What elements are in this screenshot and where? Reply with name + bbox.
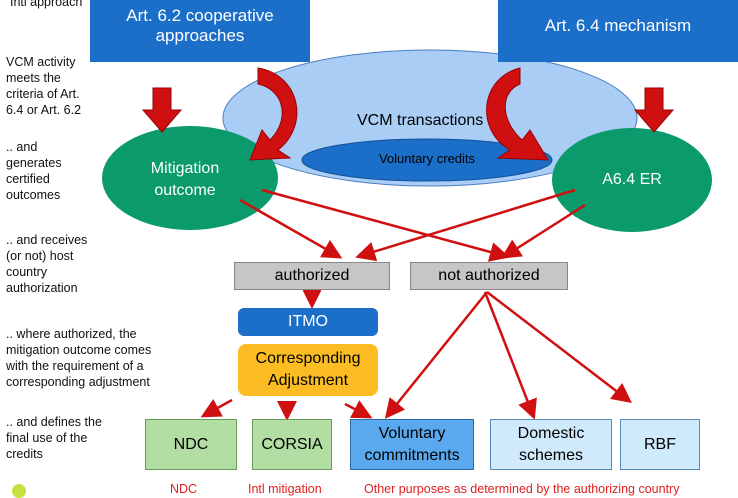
itmo-box: ITMO	[238, 308, 378, 336]
note-corresponding: .. where authorized, the mitigation outc…	[6, 327, 152, 389]
purpose-ndc: NDC	[170, 482, 198, 496]
flow-arrow	[500, 203, 586, 259]
flow-arrow	[344, 400, 373, 419]
curved-arrow-icon	[249, 67, 298, 161]
use-corsia: CORSIA	[252, 419, 332, 470]
note-vcm-activity: VCM activity meets the criteria of Art. …	[6, 55, 82, 117]
note-authorization: .. and receives (or not) host country au…	[6, 233, 88, 295]
purpose-other: Other purposes as determined by the auth…	[364, 482, 680, 496]
bullet-icon	[12, 484, 26, 498]
use-ndc: NDC	[145, 419, 237, 470]
mitigation-outcome-ellipse	[102, 126, 278, 230]
corresponding-adjustment-box: Corresponding Adjustment	[238, 344, 378, 396]
a64-er-label: A6.4 ER	[602, 171, 662, 188]
use-voluntary-commitments: Voluntary commitments	[350, 419, 474, 470]
note-final-use: .. and defines the final use of the cred…	[6, 415, 102, 461]
flow-arrow	[261, 188, 510, 262]
authorized-box: authorized	[234, 262, 390, 290]
curved-arrow-icon	[486, 67, 549, 161]
use-domestic-schemes: Domestic schemes	[490, 419, 612, 470]
voluntary-credits-ellipse	[301, 138, 553, 182]
flow-arrow	[200, 398, 233, 418]
art64-box: Art. 6.4 mechanism	[498, 0, 738, 62]
down-arrow-icon	[633, 87, 675, 133]
flow-arrow	[483, 291, 537, 420]
note-intl-approach: Intl approach	[10, 0, 83, 9]
voluntary-credits-label: Voluntary credits	[378, 151, 476, 166]
flow-arrow	[239, 198, 343, 259]
purpose-intl-mitigation: Intl mitigation	[248, 482, 322, 496]
vcm-transactions-label: VCM transactions	[357, 112, 484, 129]
flow-arrow	[486, 291, 632, 404]
art62-box: Art. 6.2 cooperative approaches	[90, 0, 310, 62]
down-arrow-icon	[141, 87, 183, 133]
a64-er-ellipse	[552, 128, 712, 232]
flow-arrow	[355, 188, 576, 262]
mitigation-outcome-label: Mitigation outcome	[150, 160, 220, 199]
not-authorized-box: not authorized	[410, 262, 568, 290]
note-generates: .. and generates certified outcomes	[6, 140, 62, 202]
flow-arrows	[200, 188, 632, 421]
flow-arrow	[384, 291, 488, 419]
use-rbf: RBF	[620, 419, 700, 470]
